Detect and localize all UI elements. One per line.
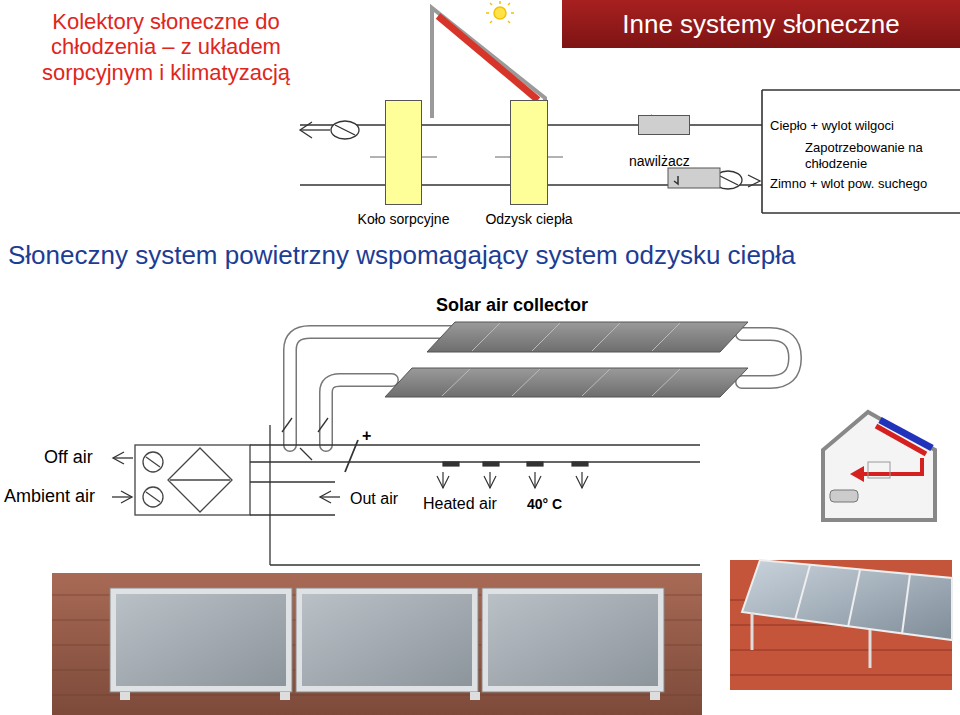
humidifier-box: nawilżacz (638, 115, 690, 135)
duct-connector (422, 124, 510, 125)
node-label: nawilżacz (629, 153, 690, 169)
photo-roof-collectors (52, 573, 702, 715)
heat-recovery: Odzysk ciepła (510, 100, 548, 205)
sun-icon (486, 1, 514, 23)
node-label: Koło sorpcyjne (358, 211, 450, 227)
component-label: Solar air collector (436, 295, 588, 317)
airflow-label: Out air (350, 489, 398, 508)
banner-box: Inne systemy słoneczne (562, 0, 960, 48)
heater-sign: + (362, 426, 371, 445)
airflow-label: Off air (44, 447, 93, 469)
annotation: Zimno + wlot pow. suchego (770, 176, 927, 192)
airflow-label: Ambient air (4, 486, 95, 508)
sorption-wheel: Koło sorpcyjne (385, 100, 422, 205)
section-heading: Słoneczny system powietrzny wspomagający… (8, 240, 796, 271)
house-icon (823, 412, 935, 520)
air-diffuser (437, 462, 588, 488)
duct-connector (548, 124, 638, 125)
airflow-label: Heated air (423, 494, 497, 513)
annotation: Zapotrzebowanie na chłodzenie (805, 140, 943, 171)
node-label: Odzysk ciepła (485, 211, 572, 227)
photo-roof-collectors (730, 560, 952, 690)
slide-title: Kolektory słoneczne do chłodzenia – z uk… (5, 9, 327, 85)
node-label: Inne systemy słoneczne (622, 9, 899, 40)
air-duct (112, 418, 700, 565)
annotation: Ciepło + wylot wilgoci (770, 118, 894, 134)
air-duct (300, 90, 960, 213)
temperature-value: 40° C (527, 496, 562, 513)
heat-exchanger (135, 445, 250, 515)
solar-air-collector (290, 322, 795, 445)
